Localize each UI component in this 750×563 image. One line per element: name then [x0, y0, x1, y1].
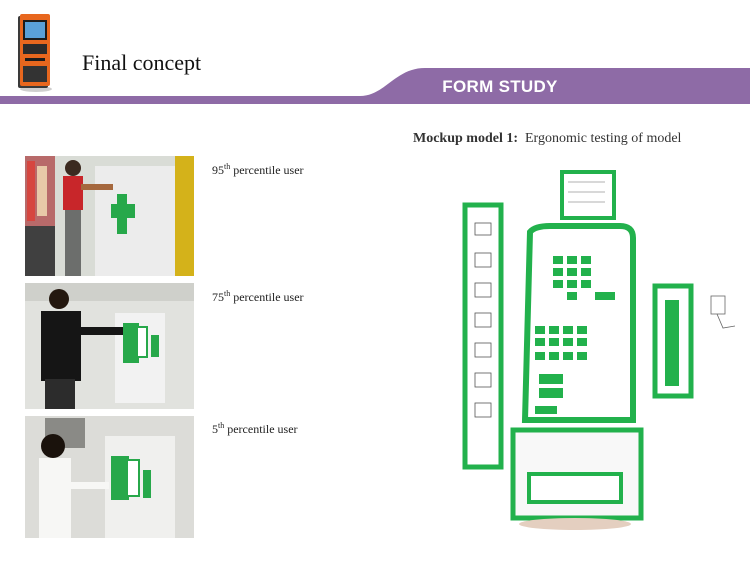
user-label-75th: 75th percentile user [212, 289, 304, 304]
section-title: FORM STUDY [442, 77, 558, 96]
user-label-5th: 5th percentile user [212, 421, 298, 436]
mockup-caption-bold: Mockup model 1: [413, 131, 518, 146]
section-band [0, 68, 750, 104]
user-photo-75th [25, 283, 194, 409]
mockup-caption-text: Ergonomic testing of model [525, 131, 682, 146]
kiosk-thumbnail-image [18, 14, 52, 92]
user-photo-95th [25, 156, 194, 276]
user-photo-5th [25, 416, 194, 538]
page-title: Final concept [82, 50, 202, 75]
mockup-model-image [462, 170, 736, 530]
mockup-caption: Mockup model 1: Ergonomic testing of mod… [413, 131, 681, 147]
user-label-95th: 95th percentile user [212, 162, 304, 177]
